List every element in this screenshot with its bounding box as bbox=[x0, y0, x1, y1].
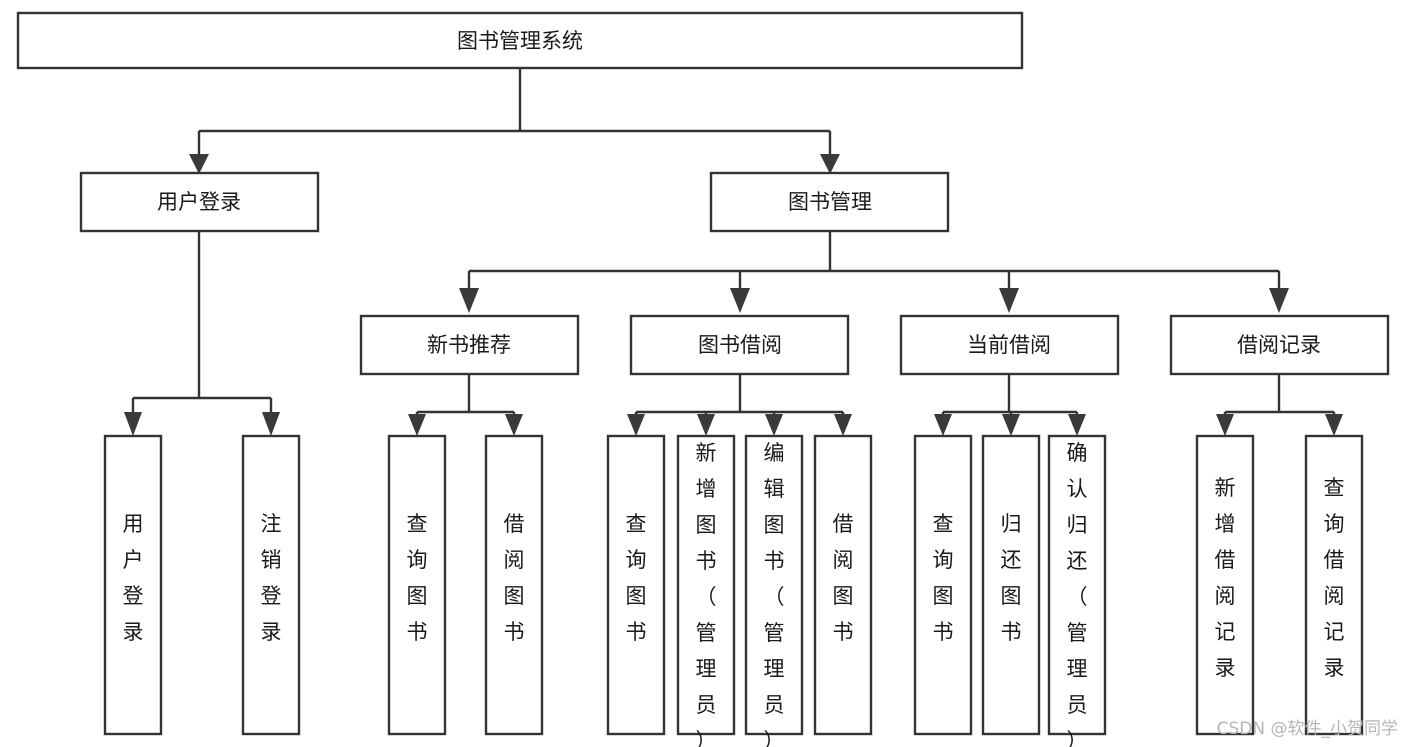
leaf-current-borrow-3-label: 确认归还（管理员） bbox=[1067, 441, 1088, 747]
leaf-current-borrow-2-box[interactable] bbox=[981, 434, 1041, 736]
leaf-book-borrow-3[interactable]: 编辑图书（管理员） bbox=[744, 434, 804, 747]
leaf-current-borrow-1-label: 查询图书 bbox=[933, 512, 954, 644]
node-new-book-recommend-label: 新书推荐 bbox=[427, 333, 511, 357]
leaf-user-login-2-box[interactable] bbox=[241, 434, 301, 736]
node-book-borrow-box[interactable] bbox=[629, 314, 850, 376]
node-root-label: 图书管理系统 bbox=[457, 29, 583, 53]
connector-group-root bbox=[189, 68, 840, 174]
leaf-new-book-2-box[interactable] bbox=[484, 434, 544, 736]
leaf-user-login-1[interactable]: 用户登录 bbox=[103, 434, 163, 736]
node-user-login-box[interactable] bbox=[79, 171, 320, 233]
leaf-user-login-2-label: 注销登录 bbox=[261, 512, 282, 644]
arrow-head-newbook-2 bbox=[505, 414, 523, 436]
node-current-borrow-label: 当前借阅 bbox=[967, 333, 1051, 357]
leaf-borrow-records-1[interactable]: 新增借阅记录 bbox=[1195, 434, 1255, 736]
arrow-head-to-bookmgmt bbox=[820, 154, 840, 174]
arrow-head-bookborrow-2 bbox=[697, 414, 715, 436]
node-current-borrow-box[interactable] bbox=[899, 314, 1120, 376]
leaf-current-borrow-3[interactable]: 确认归还（管理员） bbox=[1047, 434, 1107, 747]
leaf-book-borrow-3-label: 编辑图书（管理员） bbox=[764, 441, 785, 747]
leaf-current-borrow-2[interactable]: 归还图书 bbox=[981, 434, 1041, 736]
connector-group-borrowrecords bbox=[1216, 375, 1343, 436]
leaf-user-login-2[interactable]: 注销登录 bbox=[241, 434, 301, 736]
arrow-head-newbook-1 bbox=[408, 414, 426, 436]
arrow-head-borrowrecords-1 bbox=[1216, 414, 1234, 436]
leaf-borrow-records-2-box[interactable] bbox=[1304, 434, 1364, 736]
connector-group-bookborrow bbox=[627, 375, 852, 436]
node-borrow-records-box[interactable] bbox=[1169, 314, 1390, 376]
leaf-book-borrow-1-box[interactable] bbox=[606, 434, 666, 736]
leaf-book-borrow-1-label: 查询图书 bbox=[626, 512, 647, 644]
node-borrow-records-label: 借阅记录 bbox=[1237, 333, 1321, 357]
arrow-head-currentborrow-1 bbox=[934, 414, 952, 436]
node-book-management[interactable]: 图书管理 bbox=[709, 171, 950, 233]
leaf-current-borrow-1[interactable]: 查询图书 bbox=[913, 434, 973, 736]
leaf-borrow-records-1-label: 新增借阅记录 bbox=[1215, 476, 1236, 680]
node-book-borrow-label: 图书借阅 bbox=[698, 333, 782, 357]
leaf-current-borrow-1-box[interactable] bbox=[913, 434, 973, 736]
arrow-head-userlogin-1 bbox=[124, 412, 142, 436]
arrow-head-bookmgmt-3 bbox=[999, 288, 1019, 313]
leaf-new-book-1[interactable]: 查询图书 bbox=[387, 434, 447, 736]
node-current-borrow[interactable]: 当前借阅 bbox=[899, 314, 1120, 376]
node-user-login-label: 用户登录 bbox=[157, 190, 241, 214]
node-book-borrow[interactable]: 图书借阅 bbox=[629, 314, 850, 376]
leaf-current-borrow-2-label: 归还图书 bbox=[1001, 512, 1022, 644]
node-book-management-label: 图书管理 bbox=[788, 190, 872, 214]
leaf-book-borrow-2-label: 新增图书（管理员） bbox=[696, 441, 717, 747]
node-user-login[interactable]: 用户登录 bbox=[79, 171, 320, 233]
leaf-new-book-1-label: 查询图书 bbox=[407, 512, 428, 644]
connector-group-bookmgmt bbox=[459, 231, 1289, 313]
connector-group-currentborrow bbox=[934, 375, 1086, 436]
arrow-head-currentborrow-2 bbox=[1002, 414, 1020, 436]
arrow-head-bookmgmt-1 bbox=[459, 288, 479, 313]
node-new-book-recommend-box[interactable] bbox=[359, 314, 580, 376]
leaf-borrow-records-2[interactable]: 查询借阅记录 bbox=[1304, 434, 1364, 736]
arrow-head-bookborrow-4 bbox=[834, 414, 852, 436]
connector-group-newbook bbox=[408, 375, 523, 436]
leaf-book-borrow-2-box[interactable] bbox=[676, 434, 736, 736]
arrow-head-to-userlogin bbox=[189, 154, 209, 174]
node-root[interactable]: 图书管理系统 bbox=[16, 11, 1024, 70]
leaf-new-book-2[interactable]: 借阅图书 bbox=[484, 434, 544, 736]
connector-group-userlogin bbox=[124, 231, 280, 436]
leaf-new-book-1-box[interactable] bbox=[387, 434, 447, 736]
leaf-user-login-1-label: 用户登录 bbox=[123, 512, 144, 644]
leaf-book-borrow-2[interactable]: 新增图书（管理员） bbox=[676, 434, 736, 747]
node-root-box[interactable] bbox=[16, 11, 1024, 70]
leaf-book-borrow-4-label: 借阅图书 bbox=[833, 512, 854, 644]
leaf-user-login-1-box[interactable] bbox=[103, 434, 163, 736]
arrow-head-bookmgmt-2 bbox=[730, 288, 750, 313]
leaf-borrow-records-1-box[interactable] bbox=[1195, 434, 1255, 736]
arrow-head-bookborrow-3 bbox=[765, 414, 783, 436]
leaf-book-borrow-1[interactable]: 查询图书 bbox=[606, 434, 666, 736]
leaf-new-book-2-label: 借阅图书 bbox=[504, 512, 525, 644]
node-borrow-records[interactable]: 借阅记录 bbox=[1169, 314, 1390, 376]
leaf-borrow-records-2-label: 查询借阅记录 bbox=[1324, 476, 1345, 680]
arrow-head-bookborrow-1 bbox=[627, 414, 645, 436]
leaf-book-borrow-3-box[interactable] bbox=[744, 434, 804, 736]
arrow-head-currentborrow-3 bbox=[1068, 414, 1086, 436]
leaf-current-borrow-3-box[interactable] bbox=[1047, 434, 1107, 736]
arrow-head-bookmgmt-4 bbox=[1269, 288, 1289, 313]
node-book-management-box[interactable] bbox=[709, 171, 950, 233]
leaf-book-borrow-4-box[interactable] bbox=[813, 434, 873, 736]
watermark-label: CSDN @软件_小贺同学 bbox=[1217, 719, 1398, 739]
leaf-book-borrow-4[interactable]: 借阅图书 bbox=[813, 434, 873, 736]
arrow-head-userlogin-2 bbox=[262, 412, 280, 436]
node-new-book-recommend[interactable]: 新书推荐 bbox=[359, 314, 580, 376]
arrow-head-borrowrecords-2 bbox=[1325, 414, 1343, 436]
